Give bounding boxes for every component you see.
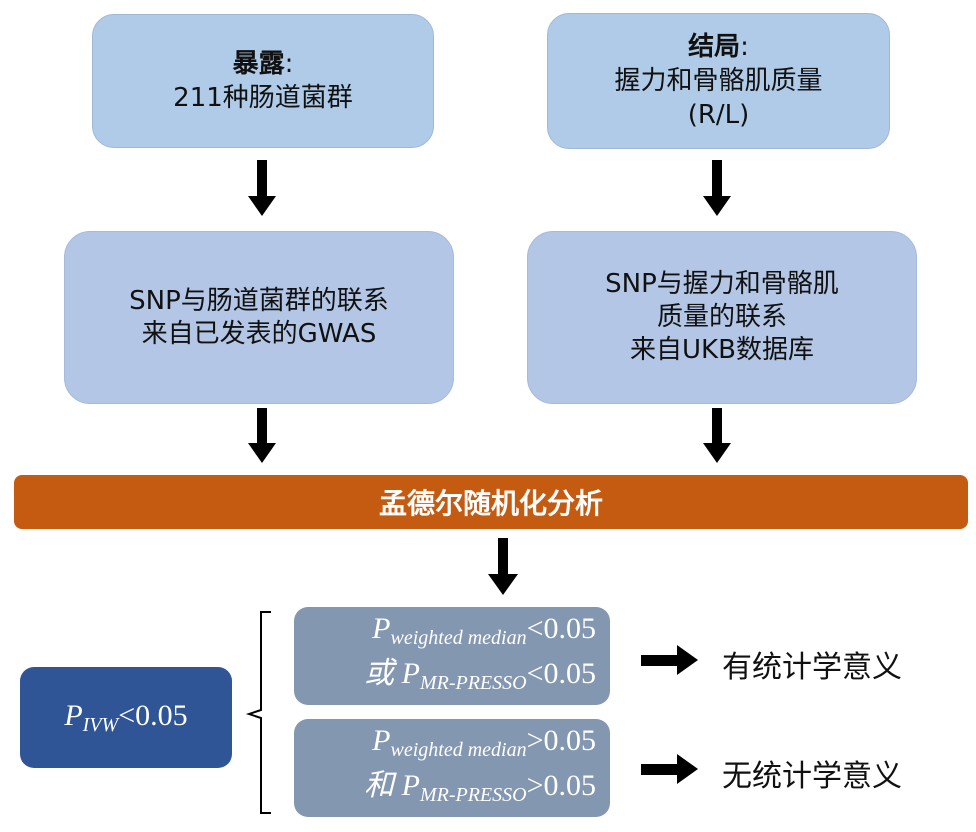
arrow-down-icon [703, 408, 731, 463]
gut-snp-line1: SNP与肠道菌群的联系 [129, 285, 389, 316]
mendelian-randomization-bar: 孟德尔随机化分析 [14, 475, 968, 529]
outcome-line1: 握力和骨骼肌质量 [614, 66, 823, 96]
ivw-threshold: <0.05 [118, 698, 188, 732]
condition-not-significant-box: Pweighted median>0.05 和 PMR-PRESSO>0.05 [294, 719, 610, 817]
cond1-threshold: <0.05 [526, 612, 596, 645]
outcome-line2: (R/L) [687, 100, 750, 130]
mr-label: 孟德尔随机化分析 [378, 487, 603, 520]
cond1-sub2: MR-PRESSO [419, 672, 527, 694]
cond1-connector: 或 [364, 657, 402, 690]
exposure-value: 211种肠道菌群 [173, 83, 353, 113]
exposure-title-row: 暴露: [233, 47, 294, 81]
outcome-box: 结局: 握力和骨骼肌质量 (R/L) [547, 13, 890, 149]
grip-snp-line1: SNP与握力和骨骼肌 [605, 269, 839, 299]
cond1-p2: P [401, 657, 420, 690]
cond2-threshold2: >0.05 [526, 769, 596, 802]
outcome-colon: : [740, 32, 749, 62]
cond2-p2: P [401, 769, 420, 802]
arrow-down-icon [703, 160, 731, 216]
cond2-line2: 和 PMR-PRESSO>0.05 [364, 768, 596, 813]
cond2-connector: 和 [364, 769, 402, 802]
outcome-label: 结局 [688, 32, 741, 62]
cond2-sub2: MR-PRESSO [419, 784, 527, 806]
result-significant: 有统计学意义 [722, 650, 902, 685]
brace-icon [245, 611, 271, 814]
arrow-down-icon [488, 538, 518, 595]
cond1-threshold2: <0.05 [526, 657, 596, 690]
cond2-sub: weighted median [390, 739, 527, 761]
grip-muscle-snp-box: SNP与握力和骨骼肌 质量的联系 来自UKB数据库 [527, 231, 917, 404]
result-not-significant: 无统计学意义 [722, 759, 902, 794]
arrow-down-icon [248, 408, 276, 463]
outcome-title-row: 结局: [688, 30, 749, 64]
gut-snp-line2: 来自已发表的GWAS [141, 318, 377, 349]
cond2-p: P [372, 724, 391, 757]
cond2-threshold: >0.05 [526, 724, 596, 757]
grip-snp-line2: 质量的联系 [656, 302, 787, 332]
condition-significant-box: Pweighted median<0.05 或 PMR-PRESSO<0.05 [294, 607, 610, 705]
grip-snp-line3: 来自UKB数据库 [630, 335, 814, 365]
cond2-line1: Pweighted median>0.05 [372, 723, 596, 768]
cond1-p: P [372, 612, 391, 645]
arrow-right-icon [641, 754, 698, 784]
arrow-right-icon [641, 645, 698, 675]
gut-microbiota-snp-box: SNP与肠道菌群的联系 来自已发表的GWAS [64, 231, 454, 404]
exposure-label: 暴露 [232, 49, 285, 79]
exposure-colon: : [284, 49, 294, 79]
cond1-line2: 或 PMR-PRESSO<0.05 [364, 656, 596, 701]
ivw-sub: IVW [82, 713, 119, 736]
arrow-down-icon [248, 160, 276, 216]
cond1-sub: weighted median [390, 627, 527, 649]
ivw-box: PIVW<0.05 [20, 667, 232, 768]
ivw-p: P [64, 698, 83, 732]
cond1-line1: Pweighted median<0.05 [372, 611, 596, 656]
exposure-box: 暴露: 211种肠道菌群 [92, 14, 434, 148]
